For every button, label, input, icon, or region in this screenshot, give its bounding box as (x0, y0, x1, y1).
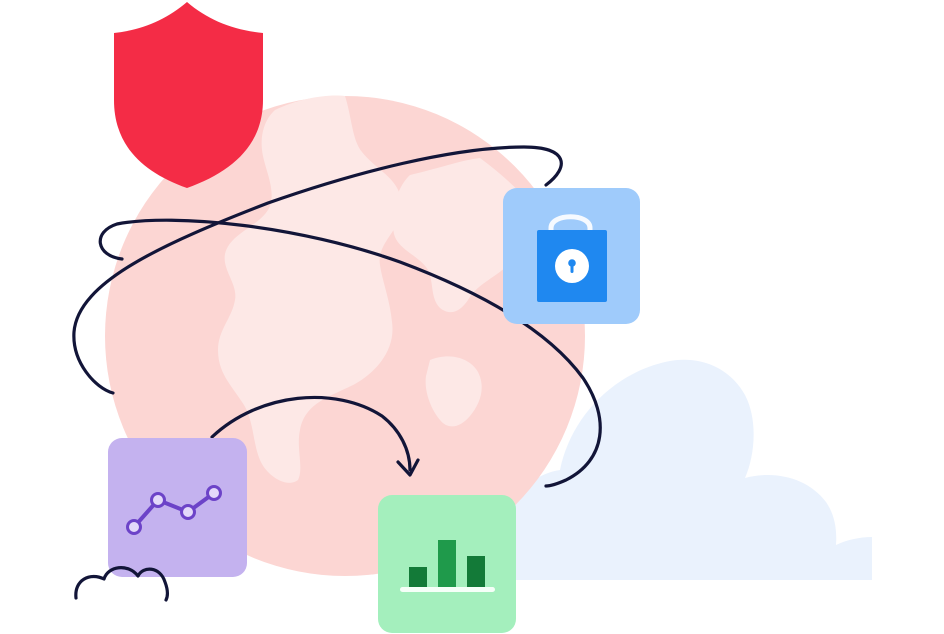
lock-icon (503, 188, 640, 324)
arrow-path (210, 395, 420, 477)
orbit-path (72, 145, 602, 488)
bar-chart-icon (378, 495, 516, 633)
shield-icon (114, 2, 263, 188)
globe-land (218, 95, 403, 483)
line-chart-icon (108, 438, 247, 577)
cloud (510, 359, 872, 580)
globe-land (425, 356, 482, 427)
bush (74, 566, 169, 602)
